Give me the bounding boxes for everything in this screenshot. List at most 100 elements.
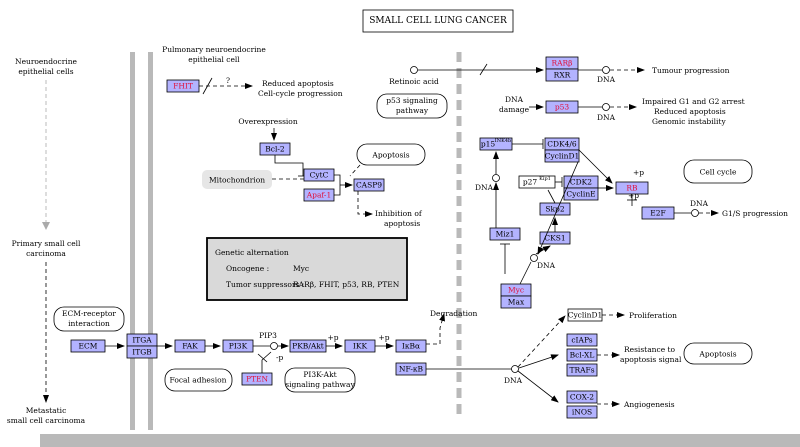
cell-cycle-label: Cell cycle xyxy=(700,168,737,177)
dna-damage-label-2: damage xyxy=(499,105,530,114)
retinoic-node xyxy=(410,66,418,74)
svg-text:CDK2: CDK2 xyxy=(570,178,592,187)
gene-inos[interactable]: iNOS xyxy=(566,405,598,419)
svg-text:Bcl-2: Bcl-2 xyxy=(265,145,285,154)
pathway-apoptosis-bottom-label: Apoptosis xyxy=(698,350,736,359)
pathway-focal-adhesion[interactable] xyxy=(164,368,233,392)
gene-myc[interactable]: Myc xyxy=(500,283,532,297)
svg-text:RARβ: RARβ xyxy=(551,59,572,68)
dna-node-rarb xyxy=(602,66,610,74)
svg-text:E2F: E2F xyxy=(650,209,665,218)
pathway-ecm-receptor[interactable] xyxy=(53,306,125,332)
fhit-unknown-mark: ? xyxy=(226,76,230,85)
pten-loss-mark xyxy=(257,353,268,363)
primary-label-1: Primary small cell xyxy=(12,239,81,248)
neuro-arrowhead xyxy=(42,222,50,230)
svg-text:COX-2: COX-2 xyxy=(570,393,594,402)
angiogenesis-label: Angiogenesis xyxy=(623,400,675,409)
gene-itgb[interactable]: ITGB xyxy=(126,345,158,359)
gene-ikk[interactable]: IKK xyxy=(344,339,376,353)
gene-p53[interactable]: p53 xyxy=(545,100,579,114)
svg-text:CDK4/6: CDK4/6 xyxy=(547,140,577,149)
svg-text:CyclinD1: CyclinD1 xyxy=(545,152,580,161)
dna-node-myc-right xyxy=(530,254,538,262)
retinoic-label: Retinoic acid xyxy=(389,77,439,86)
gene-cyclind1[interactable]: CyclinD1 xyxy=(544,149,580,163)
gene-cyclind1-b[interactable]: CyclinD1 xyxy=(567,308,603,322)
svg-text:Apaf-1: Apaf-1 xyxy=(306,191,332,200)
pathway-p53[interactable] xyxy=(376,93,448,119)
gene-cks1[interactable]: CKS1 xyxy=(539,231,571,245)
gene-max[interactable]: Max xyxy=(500,295,532,309)
svg-text:FAK: FAK xyxy=(182,342,198,351)
gene-cdk46[interactable]: CDK4/6 xyxy=(544,137,580,151)
gene-p15[interactable]: p15 INK4b xyxy=(479,137,513,151)
cytc-apaf1-bracket xyxy=(334,174,341,196)
gene-skp2[interactable]: Skp2 xyxy=(539,202,571,216)
suppressor-value: RARβ, FHIT, p53, RB, PTEN xyxy=(293,280,400,289)
svg-text:Skp2: Skp2 xyxy=(545,205,564,214)
pathway-p53-label-1: p53 signaling xyxy=(386,96,438,105)
gene-trafs[interactable]: TRAFs xyxy=(566,363,598,377)
svg-text:PI3K: PI3K xyxy=(229,342,248,351)
gene-cytc[interactable]: CytC xyxy=(303,168,335,182)
gene-fhit[interactable]: FHIT xyxy=(166,79,200,93)
apoptosis-link xyxy=(349,164,361,177)
gene-nfkb[interactable]: NF-κB xyxy=(395,362,427,376)
gene-ciaps[interactable]: cIAPs xyxy=(566,333,598,347)
tumour-label: Tumour progression xyxy=(652,66,730,75)
ikk-ikba-p: +p xyxy=(378,333,389,342)
gene-apaf1[interactable]: Apaf-1 xyxy=(303,188,335,202)
svg-text:CyclinD1: CyclinD1 xyxy=(568,311,603,320)
svg-text:PKB/Akt: PKB/Akt xyxy=(292,342,324,351)
proliferation-label: Proliferation xyxy=(629,311,677,320)
fhit-loss-mark xyxy=(202,77,213,95)
pi3k-akt-label-1: PI3K-Akt xyxy=(303,370,336,379)
degradation-label: Degradation xyxy=(430,309,478,318)
gene-e2f[interactable]: E2F xyxy=(641,206,675,220)
gene-p27[interactable]: p27 Kip1 xyxy=(518,175,556,189)
pathway-apoptosis-top[interactable] xyxy=(356,143,426,166)
resistance-label-1: Resistance to xyxy=(624,345,676,354)
gene-ecm[interactable]: ECM xyxy=(70,339,106,353)
svg-text:CytC: CytC xyxy=(310,171,329,180)
svg-text:p27: p27 xyxy=(523,178,538,187)
gene-fak[interactable]: FAK xyxy=(174,339,206,353)
gene-casp9[interactable]: CASP9 xyxy=(353,178,385,192)
oncogene-value: Myc xyxy=(293,264,309,273)
gene-bcl2[interactable]: Bcl-2 xyxy=(259,142,291,156)
svg-text:Miz1: Miz1 xyxy=(496,230,515,239)
pip3-node xyxy=(270,342,278,350)
inhibition-arrow xyxy=(357,191,373,217)
svg-text:ECM: ECM xyxy=(79,342,98,351)
gene-cox2[interactable]: COX-2 xyxy=(566,390,598,404)
gene-pi3k[interactable]: PI3K xyxy=(222,339,254,353)
gene-rb[interactable]: RB xyxy=(615,181,649,195)
gene-pten[interactable]: PTEN xyxy=(241,372,273,386)
svg-text:RB: RB xyxy=(626,184,638,193)
pathway-apoptosis-bottom[interactable] xyxy=(683,342,753,365)
pathway-cell-cycle[interactable] xyxy=(683,159,753,184)
gene-itga[interactable]: ITGA xyxy=(126,333,158,347)
svg-text:ITGA: ITGA xyxy=(132,336,152,345)
oncogene-label: Oncogene : xyxy=(226,264,269,273)
svg-text:p53: p53 xyxy=(555,103,570,112)
gene-pkb-akt[interactable]: PKB/Akt xyxy=(289,339,327,353)
reduced-apoptosis-2-label: Reduced apoptosis xyxy=(654,107,726,116)
gene-cycline[interactable]: CyclinE xyxy=(563,187,599,201)
impaired-label: Impaired G1 and G2 arrest xyxy=(642,97,745,106)
cdk46-rb-p: +p xyxy=(633,168,644,177)
gene-rarb[interactable]: RARβ xyxy=(545,56,579,70)
dna-label-nfkb: DNA xyxy=(504,376,523,385)
svg-text:CASP9: CASP9 xyxy=(356,181,382,190)
pathway-pi3k-akt[interactable] xyxy=(284,367,356,393)
pkb-ikk-p: +p xyxy=(327,333,338,342)
gene-rxr[interactable]: RXR xyxy=(545,68,579,82)
pten-p: -p xyxy=(276,353,284,362)
mitochondrion-box xyxy=(202,170,272,189)
gene-bclxl[interactable]: Bcl-XL xyxy=(566,348,598,362)
gene-ikba[interactable]: IκBα xyxy=(395,339,427,353)
dna-label-e2f: DNA xyxy=(690,199,709,208)
gene-miz1[interactable]: Miz1 xyxy=(489,227,521,241)
